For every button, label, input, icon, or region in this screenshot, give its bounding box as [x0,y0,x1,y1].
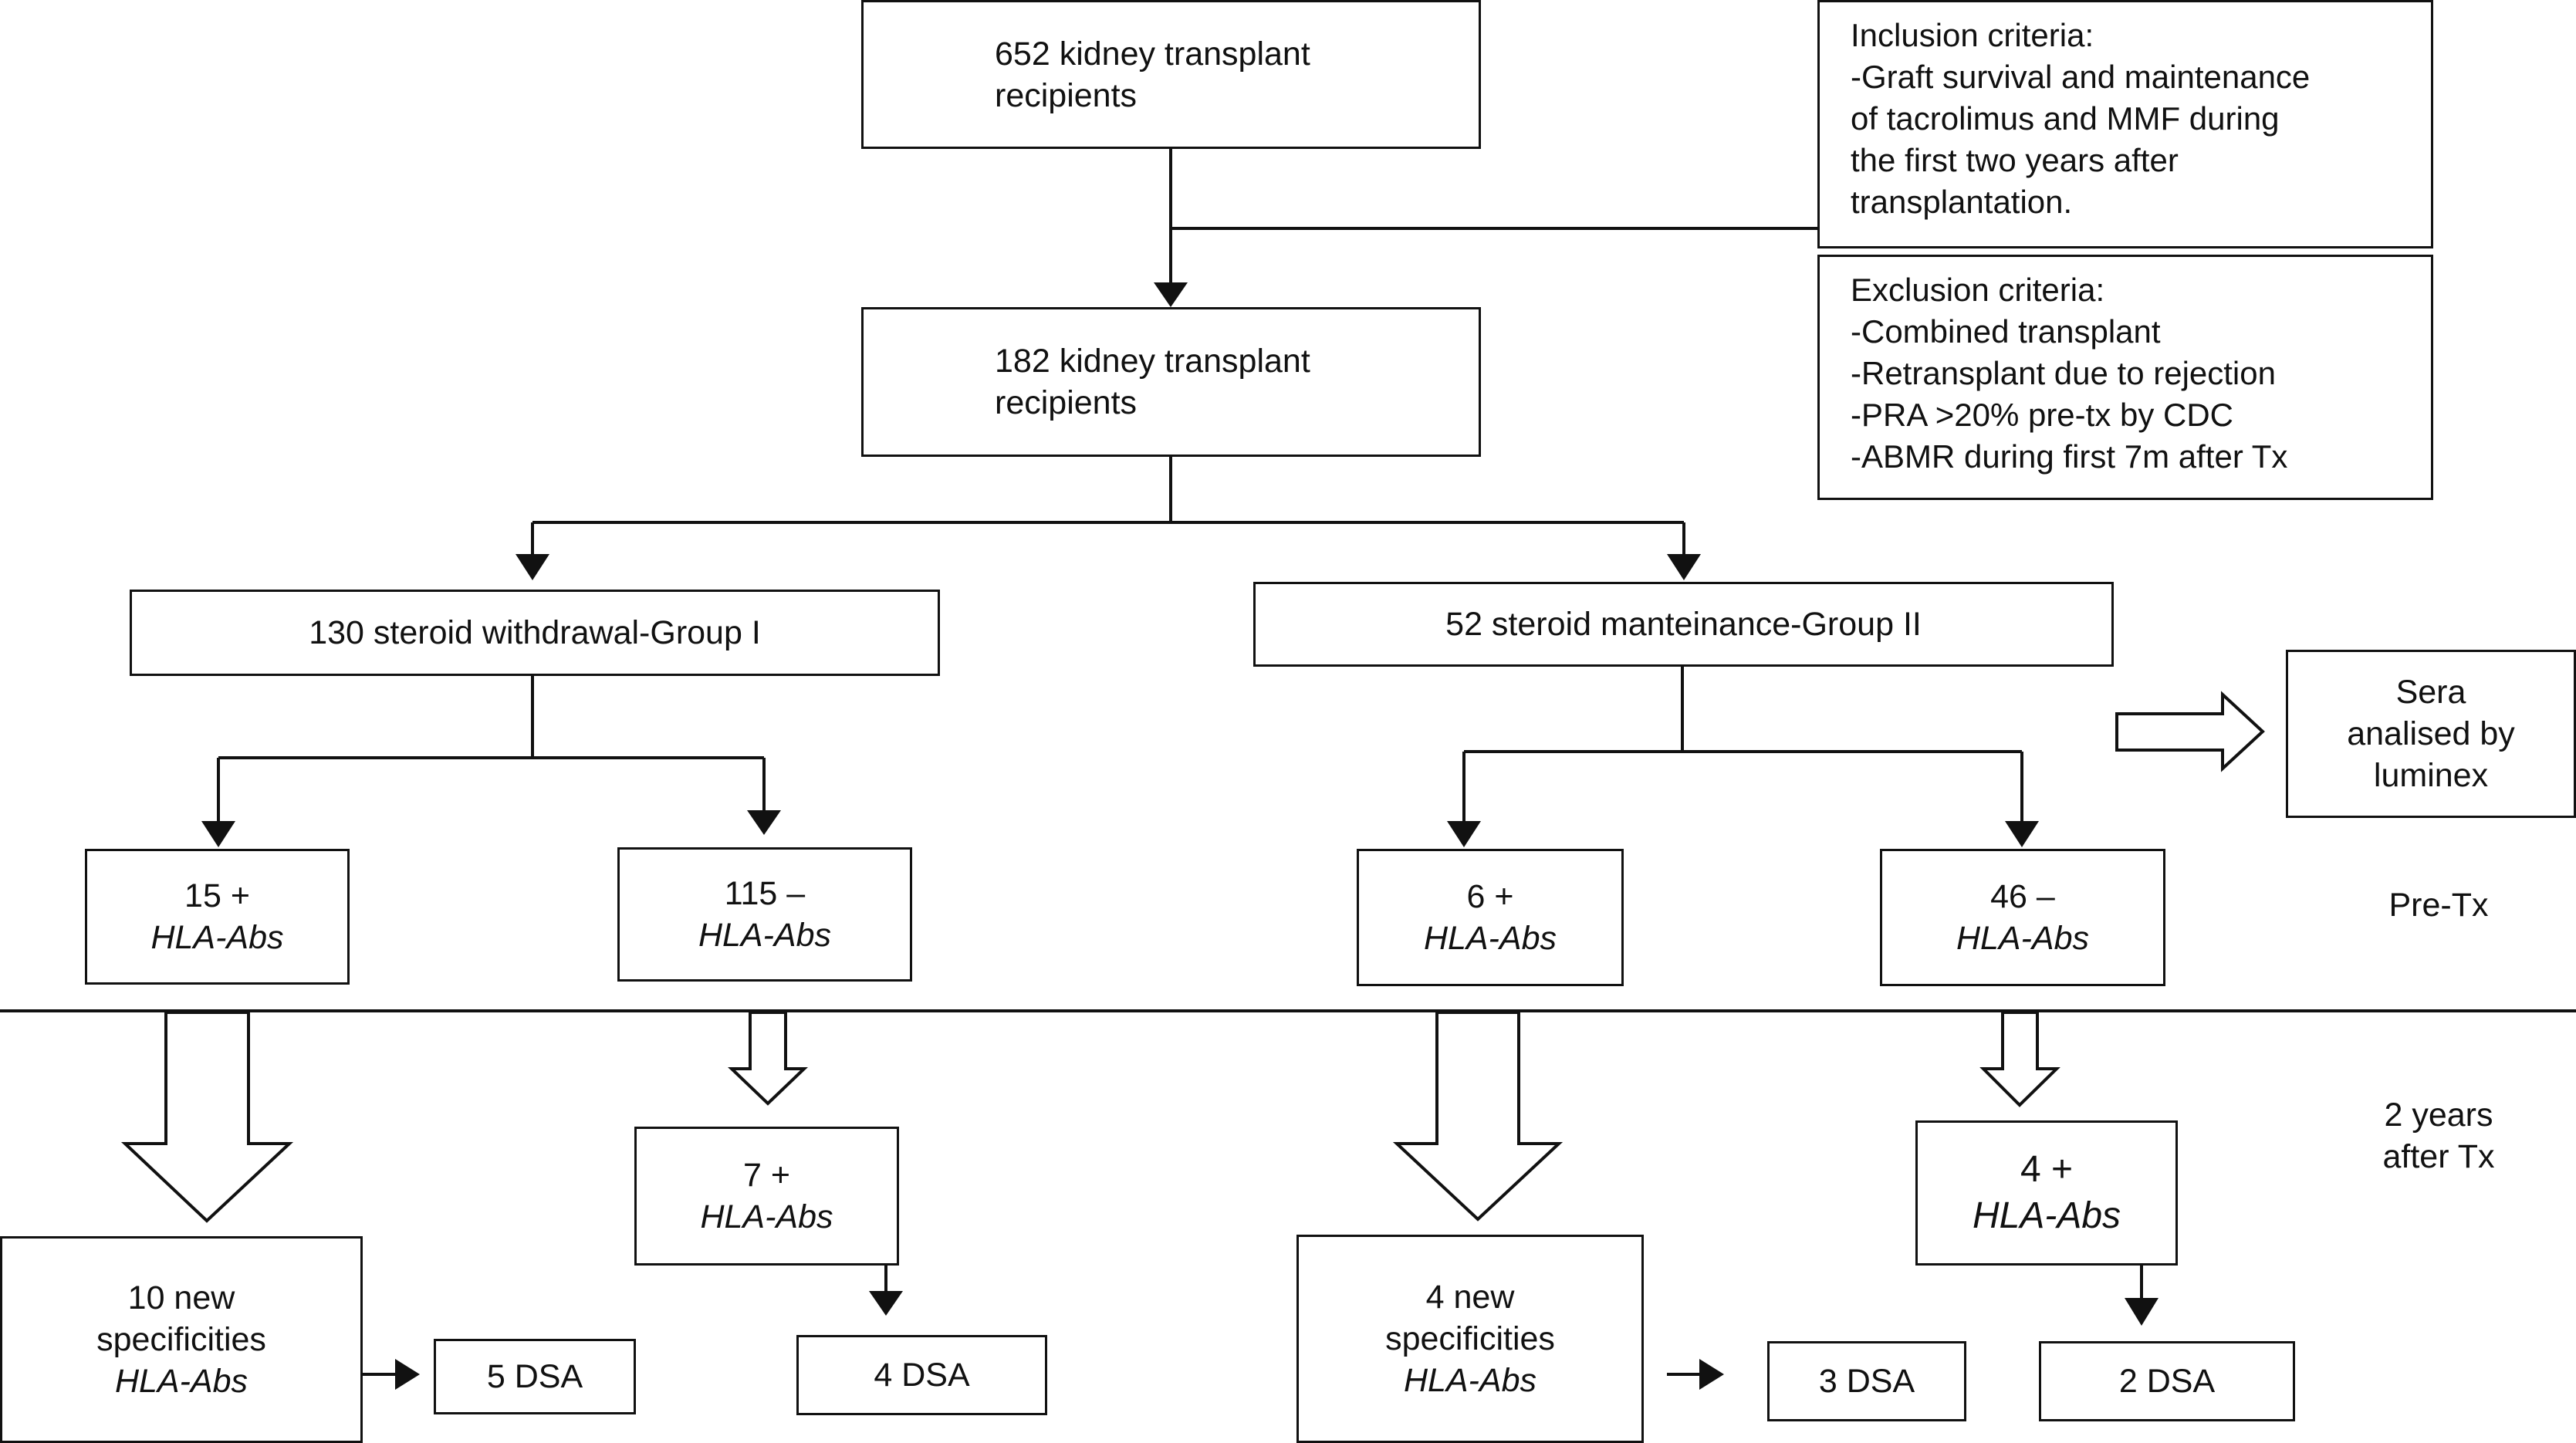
posttx-label-line1: 2 years [2384,1097,2493,1134]
dsa-box-g2-new: 3 DSA [1767,1341,1966,1421]
arrowhead [2005,821,2039,847]
hla-abs-label: HLA-Abs [1403,1362,1537,1399]
group1-label: 130 steroid withdrawal-Group I [309,614,761,651]
hla-abs-label: HLA-Abs [114,1363,248,1400]
hla-abs-label: HLA-Abs [1972,1195,2121,1236]
posttx-label: 2 years after Tx [2346,1094,2531,1178]
inclusion-criteria-line: -Graft survival and maintenance [1851,59,2311,95]
inclusion-criteria-box: Inclusion criteria: -Graft survival and … [1817,0,2433,248]
g2-negative-count: 46 – [1990,878,2055,915]
dsa-box-g1-new: 5 DSA [434,1339,636,1414]
hollow-arrow [120,1011,294,1223]
eligible-recipients-line1: 182 kidney transplant [995,343,1310,380]
dsa-box-g1-neg: 4 DSA [796,1335,1047,1415]
total-recipients-line1: 652 kidney transplant [995,35,1310,73]
hla-abs-label: HLA-Abs [698,917,832,954]
arrowhead [1447,821,1481,847]
dsa-count: 2 DSA [2118,1363,2216,1400]
inclusion-criteria-title: Inclusion criteria: [1851,17,2094,53]
hollow-arrow [1392,1011,1564,1222]
g1-new-line1: 10 new [127,1279,235,1316]
hla-abs-label: HLA-Abs [700,1198,833,1235]
g1-positive-pretx-box: 15 + HLA-Abs [85,849,350,985]
arrowhead [201,821,235,847]
g2-new-specificities-box: 4 new specificities HLA-Abs [1296,1235,1644,1443]
sera-line3: luminex [2373,757,2489,794]
dsa-box-g2-neg: 2 DSA [2039,1341,2295,1421]
hollow-arrow [728,1011,808,1106]
inclusion-criteria-line: of tacrolimus and MMF during [1851,100,2280,137]
arrowhead [869,1291,903,1316]
arrowhead [1667,554,1701,580]
exclusion-criteria-line: -ABMR during first 7m after Tx [1851,438,2288,475]
g2-positive-pretx-box: 6 + HLA-Abs [1357,849,1624,986]
hollow-arrow [2115,691,2265,772]
g1-new-specificities-box: 10 new specificities HLA-Abs [0,1236,363,1443]
g1-negative-pretx-box: 115 – HLA-Abs [617,847,912,982]
hollow-arrow [1979,1011,2060,1107]
exclusion-criteria-line: -Retransplant due to rejection [1851,355,2276,391]
group2-box: 52 steroid manteinance-Group II [1253,582,2114,667]
hla-abs-label: HLA-Abs [150,919,284,956]
arrowhead [2125,1298,2158,1326]
arrowhead [516,554,549,580]
sera-luminex-box: Sera analised by luminex [2286,650,2576,818]
group1-box: 130 steroid withdrawal-Group I [130,590,940,676]
g1-negative-count: 115 – [724,875,806,912]
g2-negative-pretx-box: 46 – HLA-Abs [1880,849,2165,986]
g1-positive-count: 15 + [184,877,250,914]
g1-neg-to-positive-count: 7 + [743,1157,790,1194]
inclusion-criteria-line: transplantation. [1851,184,2073,220]
g1-new-line2: specificities [96,1321,266,1358]
exclusion-criteria-title: Exclusion criteria: [1851,272,2105,308]
hla-abs-label: HLA-Abs [1956,920,2090,957]
posttx-label-line2: after Tx [2382,1138,2495,1175]
sera-line1: Sera [2395,674,2466,711]
total-recipients-line2: recipients [995,76,1138,114]
sera-line2: analised by [2347,715,2515,752]
g2-positive-count: 6 + [1466,878,1514,915]
dsa-count: 4 DSA [874,1357,970,1394]
pretx-label: Pre-Tx [2388,887,2489,924]
inclusion-criteria-line: the first two years after [1851,142,2179,178]
g2-new-line2: specificities [1385,1320,1555,1357]
dsa-count: 5 DSA [486,1358,583,1395]
g1-neg-to-positive-box: 7 + HLA-Abs [634,1127,899,1266]
eligible-recipients-box: 182 kidney transplant recipients [861,307,1481,457]
group2-label: 52 steroid manteinance-Group II [1445,606,1922,643]
hla-abs-label: HLA-Abs [1423,920,1557,957]
exclusion-criteria-line: -PRA >20% pre-tx by CDC [1851,397,2234,433]
g2-neg-to-positive-count: 4 + [2020,1149,2074,1190]
arrowhead [1699,1359,1724,1390]
exclusion-criteria-box: Exclusion criteria: -Combined transplant… [1817,255,2433,500]
g2-new-line1: 4 new [1425,1279,1515,1316]
arrowhead [395,1359,420,1390]
dsa-count: 3 DSA [1818,1363,1915,1400]
exclusion-criteria-line: -Combined transplant [1851,313,2161,350]
arrowhead [747,810,781,835]
eligible-recipients-line2: recipients [995,384,1138,421]
arrowhead [1154,282,1188,307]
total-recipients-box: 652 kidney transplant recipients [861,0,1481,149]
g2-neg-to-positive-box: 4 + HLA-Abs [1915,1120,2178,1266]
